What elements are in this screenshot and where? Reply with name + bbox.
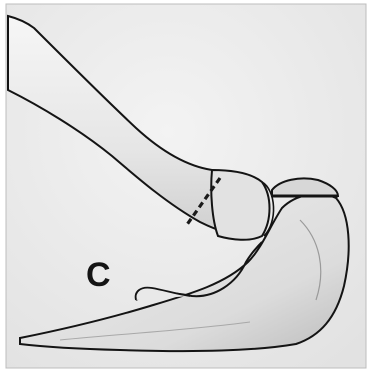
panel-label: C — [86, 256, 111, 294]
